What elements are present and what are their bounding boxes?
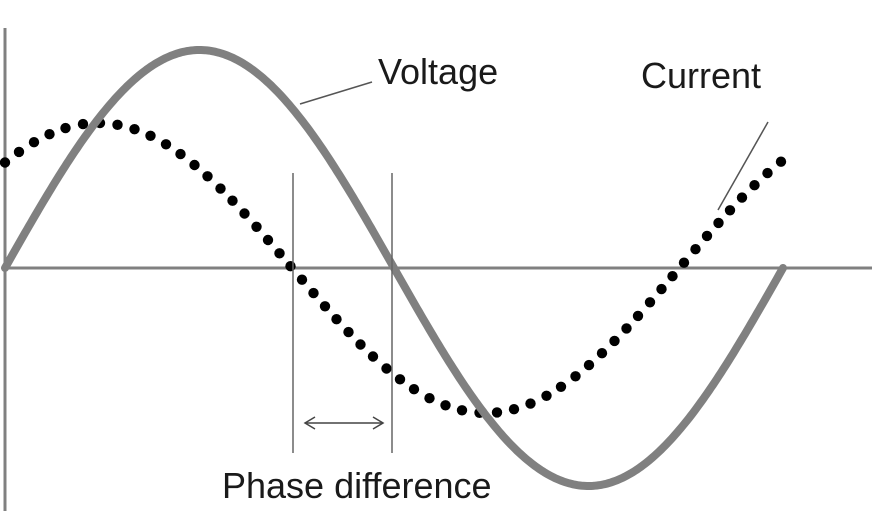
current-wave-dot: [296, 274, 308, 285]
current-wave-dot: [609, 335, 620, 347]
current-wave-dot: [44, 129, 55, 140]
current-wave-dot: [367, 351, 379, 362]
current-wave-dot: [381, 363, 392, 374]
voltage-label: Voltage: [378, 51, 498, 92]
current-wave-dot: [408, 384, 420, 395]
phase-difference-arrow: [303, 416, 385, 430]
current-wave-dot: [555, 381, 567, 392]
current-wave-dot: [160, 139, 172, 150]
current-wave-dot: [424, 393, 435, 404]
current-wave-dot: [749, 180, 760, 191]
current-wave-dot: [319, 301, 331, 312]
current-wave-dot: [189, 159, 200, 171]
current-wave-dot: [690, 244, 701, 255]
current-wave-dot: [343, 326, 354, 338]
current-wave-dot: [394, 374, 406, 385]
current-wave-dot: [251, 221, 262, 232]
phase-difference-label: Phase difference: [222, 465, 492, 506]
current-wave-dot: [28, 137, 40, 148]
current-wave-dot: [175, 148, 186, 160]
current-wave-dot: [227, 195, 238, 206]
current-wave-dot: [621, 323, 632, 334]
current-wave-dot: [632, 310, 644, 322]
current-wave-dot: [491, 407, 503, 418]
current-wave-dot: [60, 122, 71, 134]
current-leader-line: [717, 121, 769, 211]
current-wave-dot: [202, 171, 213, 182]
current-wave-dot: [112, 119, 123, 130]
current-wave-dot: [508, 404, 520, 415]
current-wave-dot: [656, 283, 667, 295]
current-wave-dot: [541, 390, 552, 401]
current-label: Current: [641, 55, 761, 96]
current-wave-dot: [525, 398, 536, 409]
current-wave-dot: [440, 400, 451, 411]
current-wave-dot: [77, 118, 89, 130]
current-wave-dot: [736, 192, 748, 203]
current-wave-dot: [215, 183, 226, 194]
current-wave-dot: [583, 359, 595, 371]
current-wave-dot: [285, 261, 296, 272]
current-wave-dot: [570, 371, 581, 382]
current-wave-dot: [13, 146, 25, 158]
current-wave-dot: [667, 271, 678, 282]
current-wave-dot: [129, 124, 140, 135]
current-wave-dot: [678, 257, 690, 268]
current-wave-dot: [775, 156, 787, 167]
current-wave-dot: [724, 205, 736, 216]
current-wave-dot: [145, 130, 156, 141]
current-wave-dot: [308, 287, 319, 299]
voltage-wave: [1, 46, 787, 490]
current-wave-dot: [701, 230, 713, 242]
current-wave-dot: [274, 248, 285, 259]
current-wave-dot: [456, 405, 468, 416]
current-wave-dot: [262, 234, 274, 246]
voltage-leader-line: [299, 81, 373, 105]
current-wave-dot: [644, 297, 656, 308]
current-wave-dot: [713, 217, 724, 229]
current-wave-dot: [762, 167, 773, 179]
current-wave-dot: [596, 348, 608, 359]
current-wave-dot: [355, 339, 366, 350]
current-wave-dot: [0, 157, 11, 168]
current-wave-dot: [239, 208, 250, 219]
current-wave-dot: [331, 314, 342, 325]
